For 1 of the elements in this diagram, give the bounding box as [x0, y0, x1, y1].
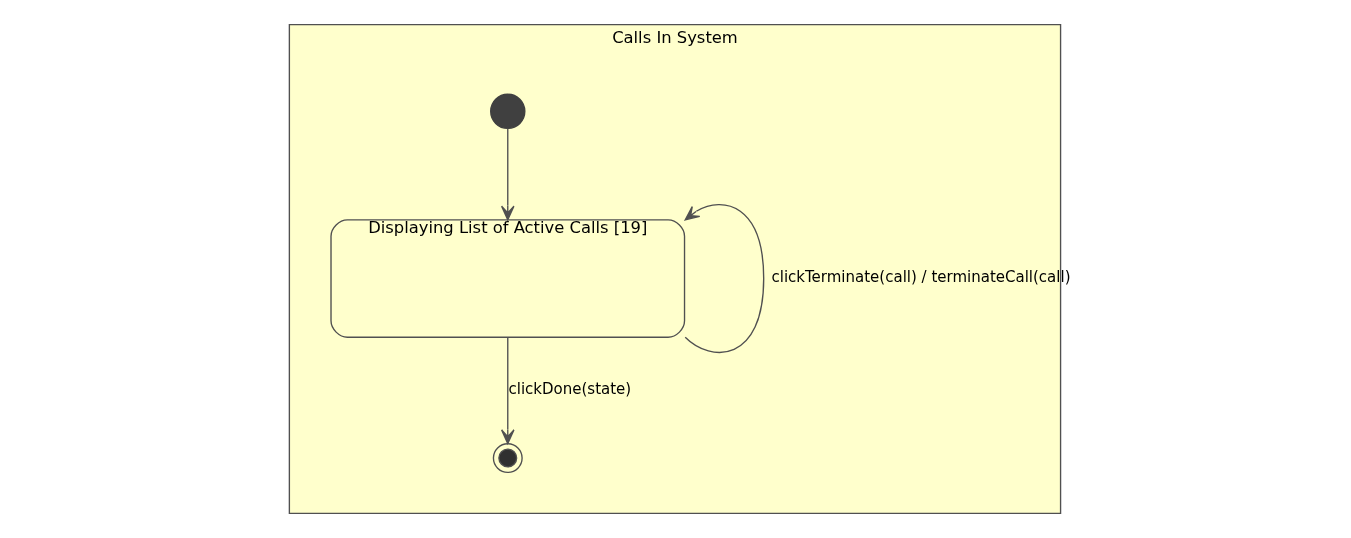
edge-label: clickDone(state)	[508, 380, 631, 399]
